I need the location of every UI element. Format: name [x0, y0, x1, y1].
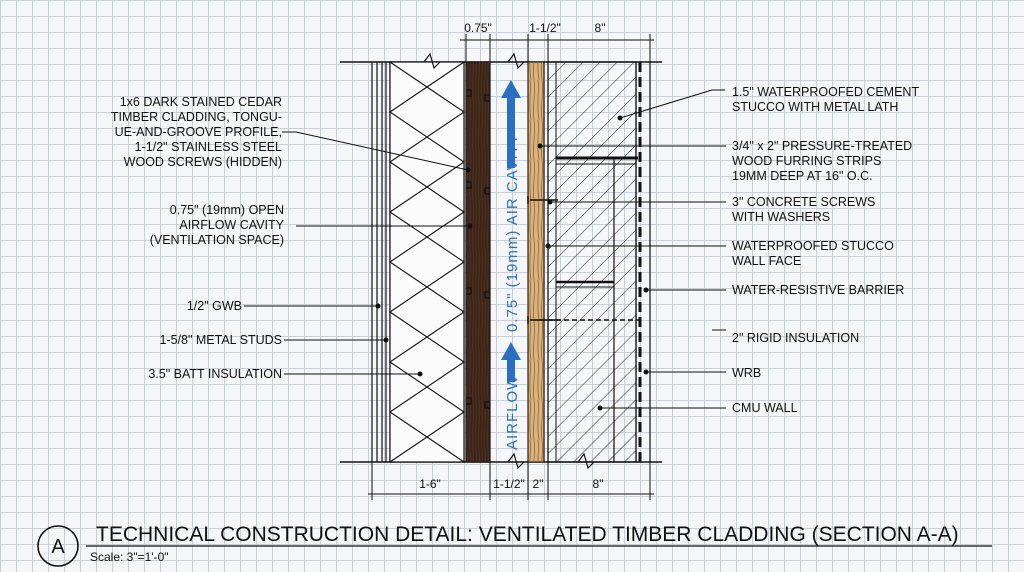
right-callout-4-line-0: WATER-RESISTIVE BARRIER	[732, 283, 904, 297]
left-callout-0-line-1: TIMBER CLADDING, TONGU-	[111, 110, 282, 124]
dim-top-cladding: 0.75"	[464, 21, 492, 35]
right-callout-1-line-0: 3/4" x 2" PRESSURE-TREATED	[732, 139, 912, 153]
right-callout-0-line-0: 1.5" WATERPROOFED CEMENT	[732, 85, 919, 99]
left-callout-4-line-0: 3.5" BATT INSULATION	[148, 367, 282, 381]
left-callout-3-line-0: 1-5/8" METAL STUDS	[159, 333, 282, 347]
left-callout-1-line-0: 0.75" (19mm) OPEN	[170, 203, 284, 217]
dim-top-furring: 1-1/2"	[529, 21, 561, 35]
cedar-cladding	[465, 61, 491, 463]
right-callout-3-line-0: WATERPROOFED STUCCO	[732, 239, 894, 253]
right-callout-6: WRB	[732, 366, 761, 380]
right-callout-7: CMU WALL	[732, 401, 798, 415]
cmu-wall	[547, 61, 638, 463]
airflow-arrows	[501, 80, 521, 382]
right-callout-6-line-0: WRB	[732, 366, 761, 380]
left-callout-2: 1/2" GWB	[187, 299, 242, 313]
right-callout-3-line-1: WALL FACE	[732, 254, 801, 268]
detail-marker-circle	[37, 525, 79, 567]
right-leaders	[540, 89, 726, 409]
left-callout-4: 3.5" BATT INSULATION	[148, 367, 282, 381]
top-dimension-lines	[460, 34, 654, 62]
air-cavity-text: 0.75" (19mm) AIR CAVITY	[504, 133, 521, 332]
gwb-and-stud-layers	[371, 62, 391, 462]
left-callout-0-line-2: UE-AND-GROOVE PROFILE,	[115, 125, 282, 139]
dim-bottom-cmu: 8"	[593, 477, 604, 491]
left-callout-0-line-3: 1-1/2" STAINLESS STEEL	[135, 140, 282, 154]
right-callout-0-line-1: STUCCO WITH METAL LATH	[732, 100, 898, 114]
left-callout-2-line-0: 1/2" GWB	[187, 299, 242, 313]
detail-title: TECHNICAL CONSTRUCTION DETAIL: VENTILATE…	[96, 523, 959, 546]
left-callout-0-line-0: 1x6 DARK STAINED CEDAR	[120, 95, 282, 109]
detail-scale: Scale: 3"=1'-0"	[90, 550, 169, 564]
right-leader-dots	[537, 115, 649, 411]
concrete-screws	[527, 196, 640, 324]
right-callout-2-line-1: WITH WASHERS	[732, 210, 830, 224]
right-callout-1-line-1: WOOD FURRING STRIPS	[732, 154, 881, 168]
left-callout-1-line-2: (VENTILATION SPACE)	[150, 233, 284, 247]
left-leaders	[244, 131, 470, 375]
left-callout-3: 1-5/8" METAL STUDS	[159, 333, 282, 347]
left-callout-0-line-4: WOOD SCREWS (HIDDEN)	[124, 155, 282, 169]
right-callout-5-line-0: 2" RIGID INSULATION	[732, 331, 859, 345]
right-callout-1-line-2: 19MM DEEP AT 16" O.C.	[732, 169, 873, 183]
dim-bottom-wall: 1-6"	[419, 477, 441, 491]
batt-insulation	[389, 61, 465, 463]
dim-bottom-cavity: 1-1/2"	[493, 477, 525, 491]
detail-marker-letter: A	[51, 536, 65, 558]
furring-strip	[527, 61, 545, 463]
dim-top-cmu: 8"	[595, 21, 606, 35]
right-callout-5: 2" RIGID INSULATION	[732, 331, 859, 345]
right-callout-2-line-0: 3" CONCRETE SCREWS	[732, 195, 875, 209]
left-callout-1-line-1: AIRFLOW CAVITY	[179, 218, 284, 232]
dim-bottom-furring: 2"	[533, 477, 544, 491]
airflow-text: AIRFLOW	[504, 375, 521, 450]
right-callout-7-line-0: CMU WALL	[732, 401, 798, 415]
left-leader-dots	[375, 167, 473, 377]
right-callout-4: WATER-RESISTIVE BARRIER	[732, 283, 904, 297]
bottom-dimension-lines	[368, 462, 654, 500]
break-symbols	[423, 52, 595, 470]
